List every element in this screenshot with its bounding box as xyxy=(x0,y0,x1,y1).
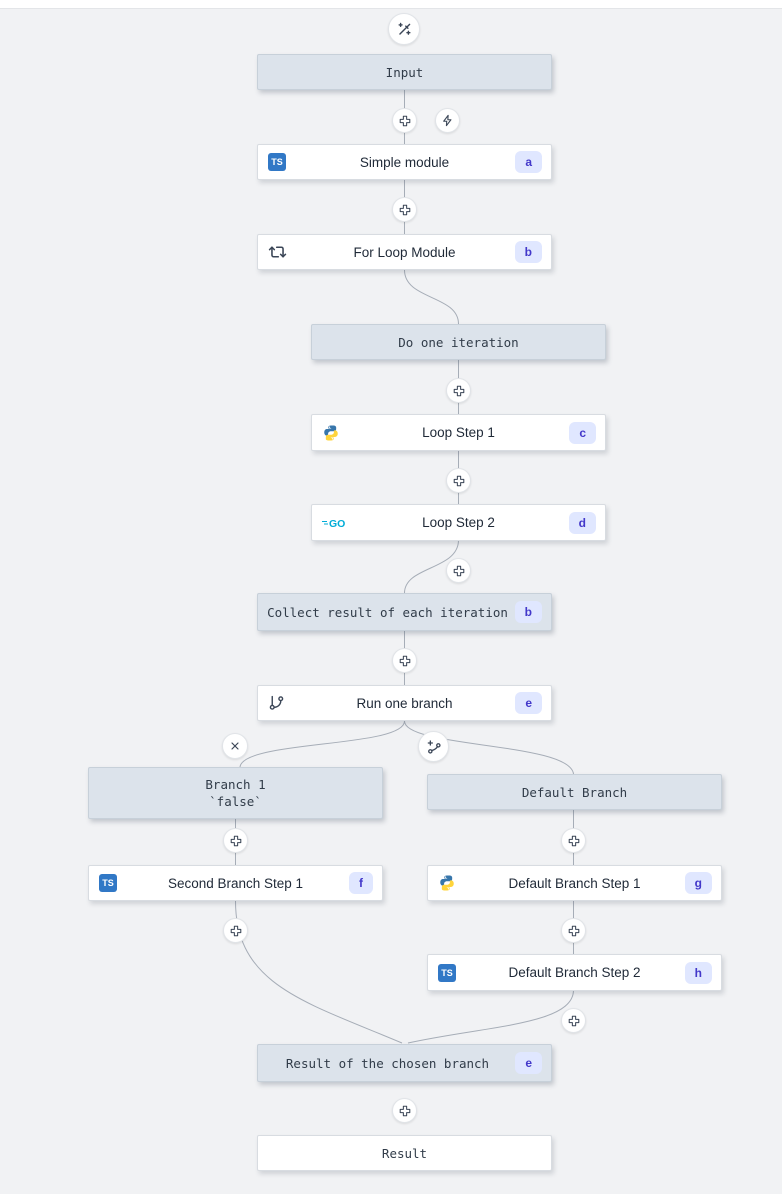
plus-icon xyxy=(398,203,412,217)
insert-step-button[interactable] xyxy=(392,1098,417,1123)
insert-step-button[interactable] xyxy=(223,918,248,943)
plus-icon xyxy=(229,834,243,848)
step-id-badge: e xyxy=(515,1052,542,1074)
insert-step-button[interactable] xyxy=(561,1008,586,1033)
edge xyxy=(404,269,459,325)
insert-step-button[interactable] xyxy=(223,828,248,853)
branch-condition: `false` xyxy=(209,794,262,809)
node-label: Collect result of each iteration xyxy=(267,604,508,620)
plus-icon xyxy=(398,1104,412,1118)
node-label: Result xyxy=(381,1145,428,1161)
step-id-badge: d xyxy=(568,511,596,534)
typescript-icon: TS xyxy=(99,874,117,892)
step-id-badge: e xyxy=(515,692,542,714)
node-label: Loop Step 1 xyxy=(422,425,495,440)
plus-icon xyxy=(567,834,581,848)
module-node-for-loop[interactable]: For Loop Module b xyxy=(257,234,552,270)
trigger-button[interactable] xyxy=(435,108,460,133)
plus-icon xyxy=(452,384,466,398)
zap-icon xyxy=(441,114,454,127)
plus-icon xyxy=(452,564,466,578)
wand-sparkles-icon xyxy=(396,21,413,38)
node-label: Do one iteration xyxy=(398,334,519,350)
flow-input-node[interactable]: Input xyxy=(257,54,552,90)
insert-step-button[interactable] xyxy=(446,378,471,403)
insert-step-button[interactable] xyxy=(392,197,417,222)
plus-icon xyxy=(398,114,412,128)
branch-label: Branch 1 xyxy=(205,777,266,792)
repeat-icon xyxy=(268,243,287,262)
insert-step-button[interactable] xyxy=(561,918,586,943)
branch-1-header-node[interactable]: Branch 1 `false` xyxy=(88,767,383,819)
python-icon xyxy=(438,874,456,892)
step-id-badge: c xyxy=(569,421,596,444)
remove-branch-button[interactable] xyxy=(222,733,248,759)
node-label: For Loop Module xyxy=(353,244,456,260)
insert-step-button[interactable] xyxy=(561,828,586,853)
plus-icon xyxy=(567,924,581,938)
step-id-badge: f xyxy=(349,872,373,894)
node-label: Input xyxy=(385,64,424,80)
plus-icon xyxy=(398,654,412,668)
git-branch-icon xyxy=(268,695,285,712)
go-icon: GO xyxy=(322,516,346,529)
collect-result-node[interactable]: Collect result of each iteration b xyxy=(257,593,552,631)
ai-flow-builder-button[interactable] xyxy=(388,13,420,45)
branch-label: Default Branch xyxy=(521,784,628,800)
step-id-badge: b xyxy=(514,601,542,623)
typescript-icon: TS xyxy=(268,153,286,171)
add-branch-button[interactable] xyxy=(418,731,449,762)
edge xyxy=(235,900,403,1044)
node-label: Default Branch Step 2 xyxy=(508,965,641,980)
module-node-loop-step-2[interactable]: GO Loop Step 2 d xyxy=(311,504,606,541)
plus-icon xyxy=(567,1014,581,1028)
insert-step-button[interactable] xyxy=(446,468,471,493)
module-node-default-branch-step-2[interactable]: TS Default Branch Step 2 h xyxy=(427,954,722,991)
insert-step-button[interactable] xyxy=(392,108,417,133)
insert-step-button[interactable] xyxy=(392,648,417,673)
git-branch-plus-icon xyxy=(426,739,442,755)
step-id-badge: h xyxy=(684,961,712,984)
flow-result-node[interactable]: Result xyxy=(257,1135,552,1171)
edge xyxy=(239,720,405,768)
edge xyxy=(407,989,574,1044)
node-label: Loop Step 2 xyxy=(422,515,495,530)
step-id-badge: b xyxy=(514,241,542,263)
default-branch-header-node[interactable]: Default Branch xyxy=(427,774,722,810)
top-divider xyxy=(0,0,782,9)
step-id-badge: a xyxy=(515,151,542,173)
typescript-icon: TS xyxy=(438,963,456,982)
x-icon xyxy=(229,740,241,752)
plus-icon xyxy=(452,474,466,488)
module-node-simple-module[interactable]: TS Simple module a xyxy=(257,144,552,180)
module-node-default-branch-step-1[interactable]: Default Branch Step 1 g xyxy=(427,865,722,901)
python-icon xyxy=(322,424,340,442)
module-node-second-branch-step-1[interactable]: TS Second Branch Step 1 f xyxy=(88,865,383,901)
result-of-chosen-branch-node[interactable]: Result of the chosen branch e xyxy=(257,1044,552,1082)
insert-step-button[interactable] xyxy=(446,558,471,583)
svg-text:GO: GO xyxy=(329,518,345,530)
module-node-run-one-branch[interactable]: Run one branch e xyxy=(257,685,552,721)
node-label: Run one branch xyxy=(356,695,453,711)
do-one-iteration-node[interactable]: Do one iteration xyxy=(311,324,606,360)
node-label: Default Branch Step 1 xyxy=(508,875,641,891)
module-node-loop-step-1[interactable]: Loop Step 1 c xyxy=(311,414,606,451)
node-label: Simple module xyxy=(359,154,450,170)
step-id-badge: g xyxy=(684,872,712,894)
plus-icon xyxy=(229,924,243,938)
node-label: Result of the chosen branch xyxy=(285,1055,490,1071)
node-label: Second Branch Step 1 xyxy=(167,875,304,891)
